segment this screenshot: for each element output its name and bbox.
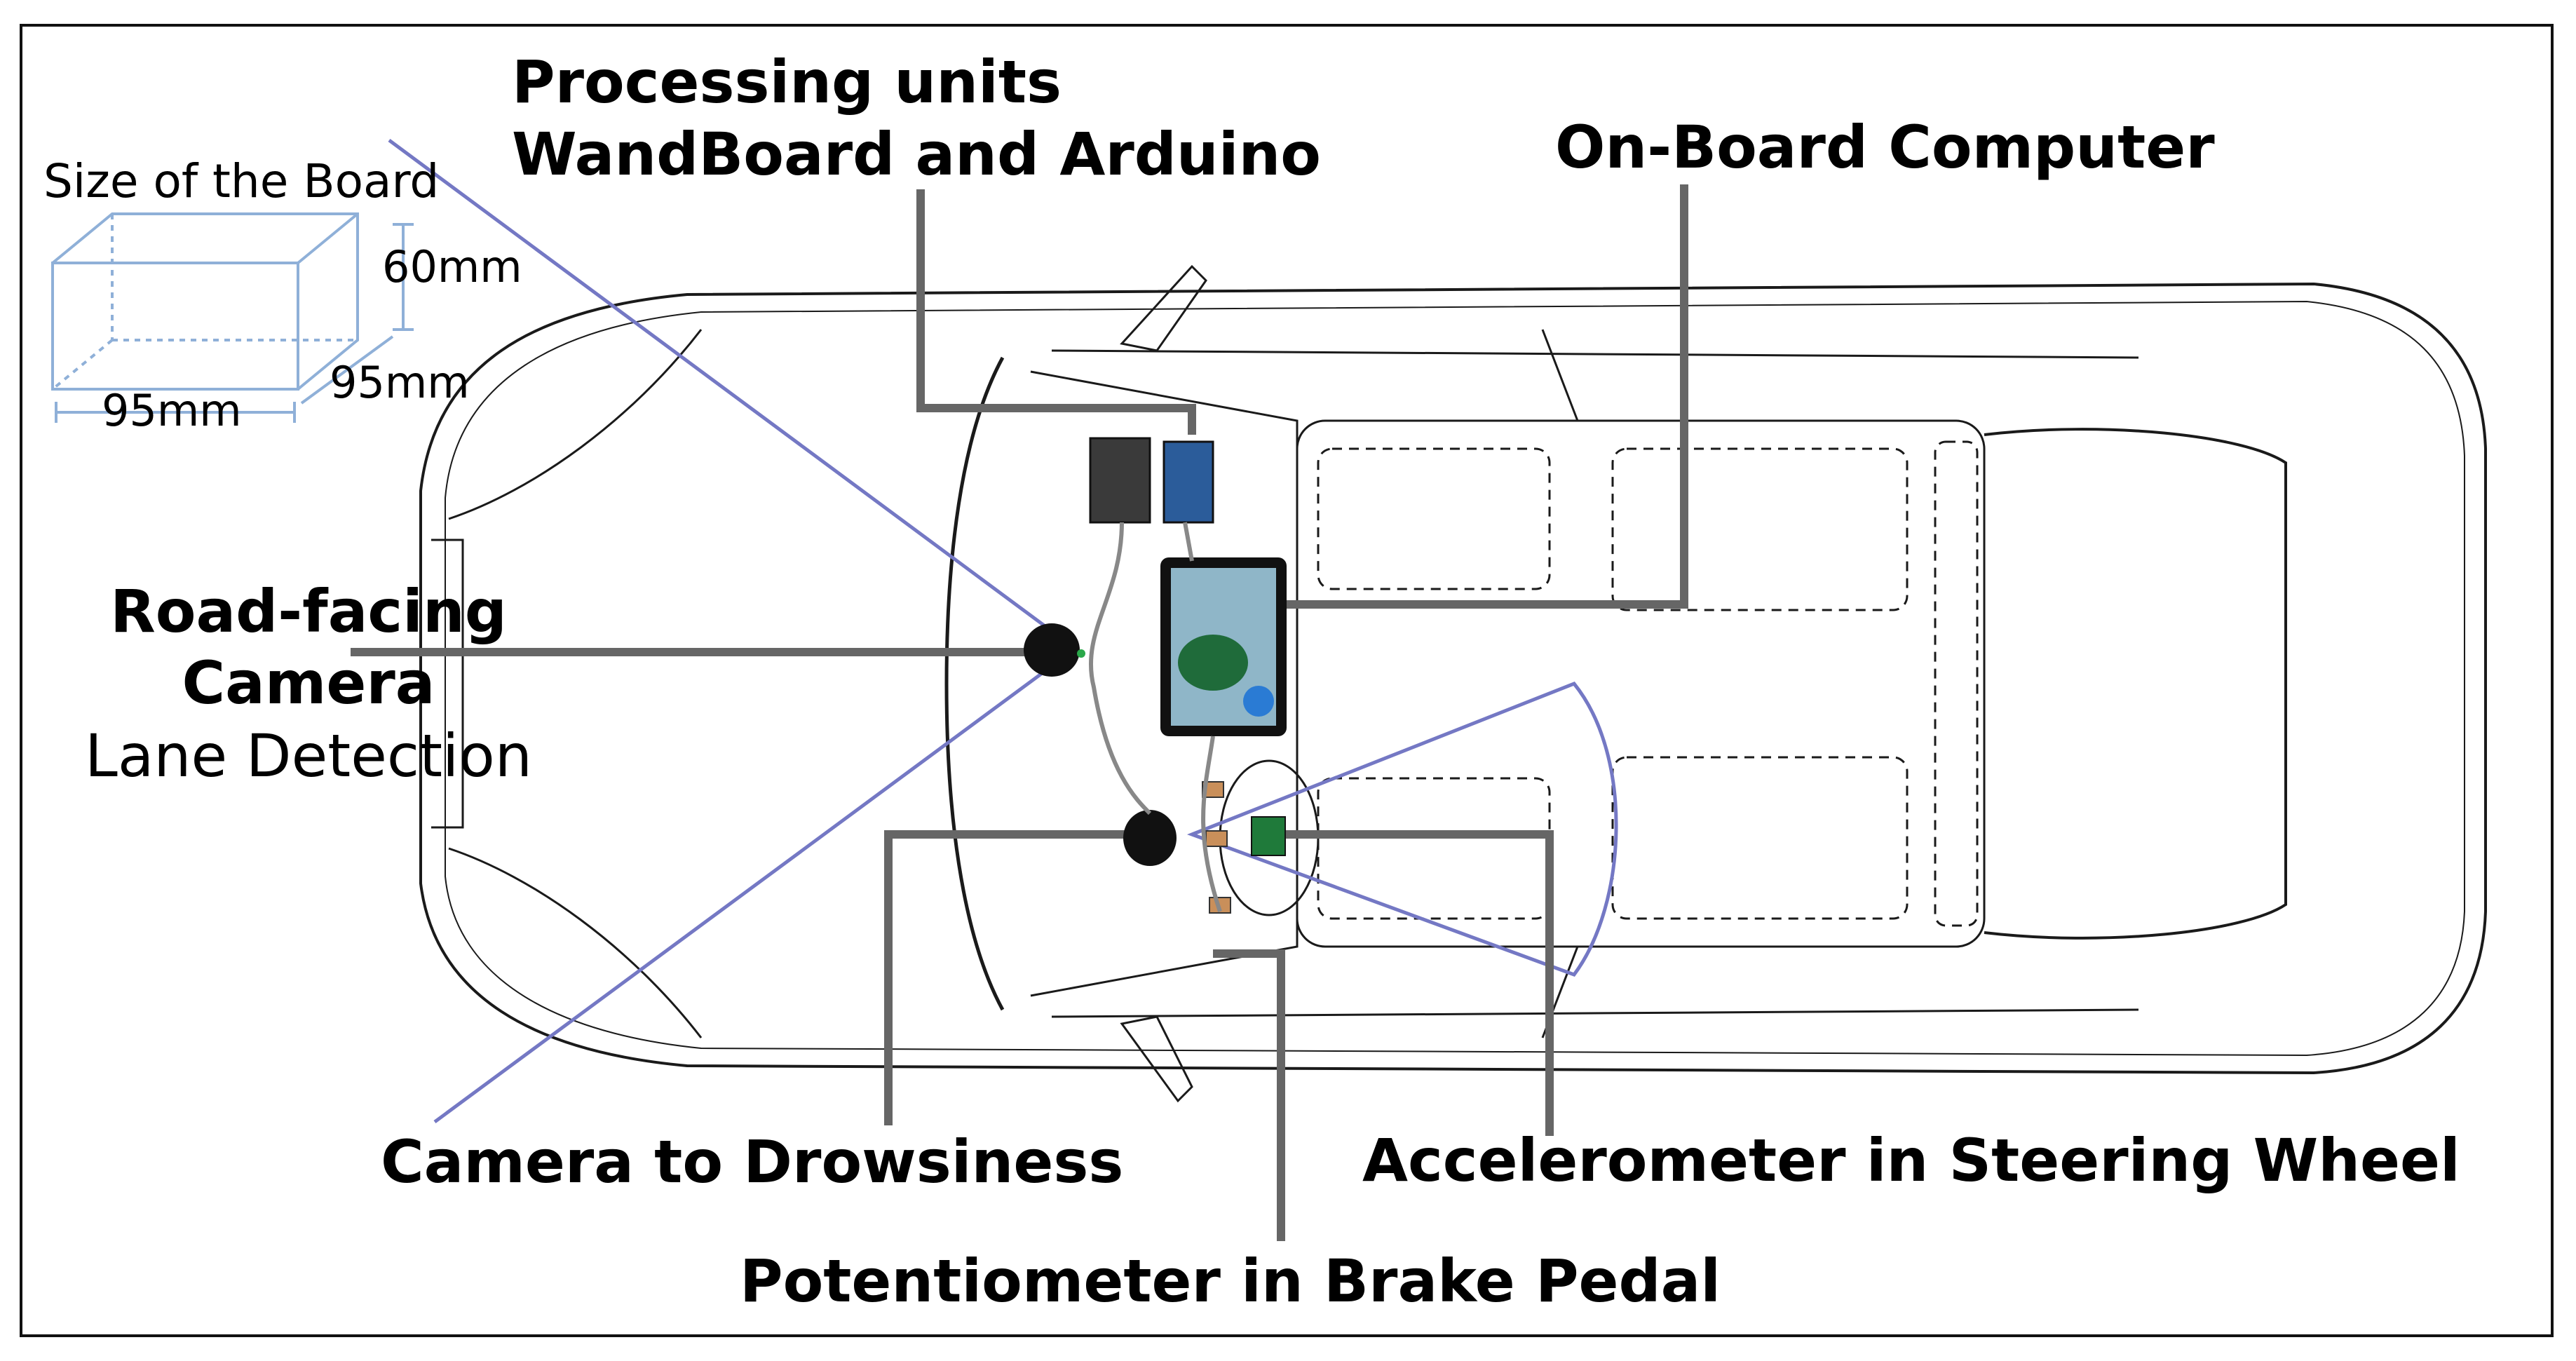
road-camera-fov-upper [388, 138, 1053, 633]
accelerometer-label: Accelerometer in Steering Wheel [1362, 1126, 2460, 1195]
tablet-button-icon [1243, 686, 1274, 717]
processing-boards [1089, 437, 1214, 524]
drowsiness-camera [1123, 810, 1177, 866]
accelerometer-icon [1251, 816, 1286, 856]
wandboard-icon [1089, 437, 1151, 524]
depth-dimension [300, 335, 394, 405]
diagram-frame [20, 24, 2554, 1337]
board-depth-label: 95mm [330, 357, 470, 408]
tablet-map-icon [1178, 635, 1248, 691]
arduino-icon [1162, 440, 1214, 524]
onboard-leader [1276, 184, 1688, 609]
potentiometer-leader [1213, 949, 1285, 1241]
car-outline [419, 264, 2487, 1103]
potentiometer-label: Potentiometer in Brake Pedal [740, 1247, 1721, 1315]
board-width-label: 95mm [102, 385, 242, 436]
road-camera-label: Road-facing Camera Lane Detection [42, 582, 575, 785]
potentiometer-icon [1202, 781, 1224, 798]
drowsiness-camera-icon [1123, 810, 1177, 866]
accelerometer [1251, 816, 1286, 856]
leader-lines [351, 184, 1688, 1241]
drowsiness-leader [884, 830, 1150, 1125]
onboard-computer-label: On-Board Computer [1555, 113, 2215, 182]
lane-detection-label: Lane Detection [85, 722, 532, 790]
board-height-label: 60mm [382, 241, 522, 292]
road-camera [1024, 623, 1085, 677]
accelerometer-leader [1276, 830, 1554, 1136]
processing-leader [916, 189, 1196, 435]
road-facing-label: Road-facing [110, 577, 507, 646]
processing-units-label: Processing units [512, 48, 1062, 116]
board-size-box [51, 212, 414, 423]
camera-label: Camera [182, 649, 435, 717]
fov-lines [388, 138, 1618, 1124]
drowsiness-camera-label: Camera to Drowsiness [381, 1128, 1124, 1196]
wandboard-arduino-label: WandBoard and Arduino [512, 120, 1322, 189]
drowsiness-camera-fov [1186, 682, 1618, 977]
board-size-title: Size of the Board [43, 154, 440, 208]
road-camera-icon [1024, 623, 1080, 677]
road-camera-fov-lower [433, 664, 1053, 1124]
wires [1089, 522, 1222, 912]
onboard-computer [1160, 557, 1287, 736]
